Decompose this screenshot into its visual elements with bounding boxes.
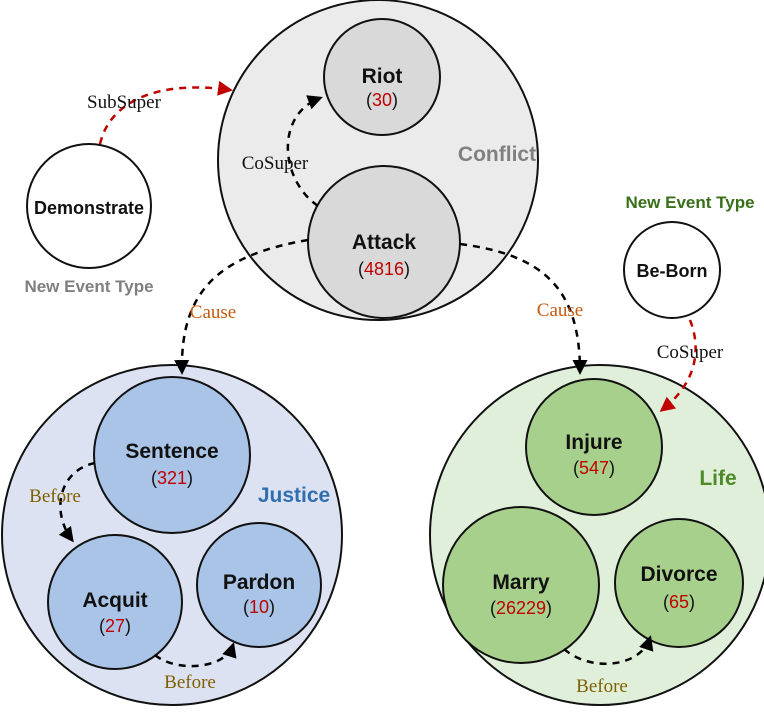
sentence-count: (321) [151, 468, 193, 488]
cosuper-conflict-edge [286, 95, 323, 208]
be-born-node[interactable] [623, 221, 721, 319]
before-justice-2-edge [154, 642, 237, 668]
demonstrate-label: Demonstrate [34, 198, 144, 218]
justice-group-label: Justice [258, 484, 330, 507]
divorce-count: (65) [663, 592, 695, 612]
attack-label: Attack [352, 231, 417, 254]
marry-label: Marry [492, 571, 550, 594]
injure-count: (547) [573, 458, 615, 478]
marry-count: (26229) [490, 598, 552, 618]
before-justice-2-label: Before [164, 672, 216, 693]
attack-count: (4816) [358, 259, 410, 279]
acquit-label: Acquit [82, 589, 147, 612]
injure-label: Injure [565, 431, 622, 454]
acquit-count: (27) [99, 616, 131, 636]
before-life-edge [563, 635, 654, 665]
cause-left-edge [174, 238, 309, 375]
subsuper-label: SubSuper [87, 92, 162, 113]
attack-node[interactable] [307, 165, 461, 319]
subsuper-edge [98, 80, 233, 145]
pardon-node[interactable] [196, 522, 322, 648]
be-born-label: Be-Born [637, 261, 708, 281]
life-group-label: Life [699, 467, 736, 490]
cause-left-label: Cause [190, 302, 236, 323]
conflict-group-label: Conflict [458, 143, 536, 166]
divorce-label: Divorce [640, 563, 717, 586]
cosuper-conflict-label: CoSuper [242, 153, 309, 174]
new-event-type-left: New Event Type [24, 277, 153, 296]
marry-node[interactable] [442, 506, 600, 664]
before-justice-1-label: Before [29, 486, 81, 507]
riot-label: Riot [362, 65, 403, 88]
cosuper-life-label: CoSuper [657, 342, 724, 363]
divorce-node[interactable] [614, 518, 744, 648]
acquit-node[interactable] [47, 534, 183, 670]
sentence-label: Sentence [125, 440, 218, 463]
new-event-type-right: New Event Type [625, 193, 754, 212]
before-life-label: Before [576, 676, 628, 697]
pardon-label: Pardon [223, 571, 295, 594]
injure-node[interactable] [525, 378, 663, 516]
sentence-node[interactable] [93, 376, 251, 534]
demonstrate-node[interactable] [26, 143, 152, 269]
cause-right-edge [459, 242, 588, 375]
riot-node[interactable] [323, 18, 441, 136]
pardon-count: (10) [243, 597, 275, 617]
cosuper-life-edge [659, 319, 697, 412]
riot-count: (30) [366, 90, 398, 110]
cause-right-label: Cause [537, 300, 583, 321]
